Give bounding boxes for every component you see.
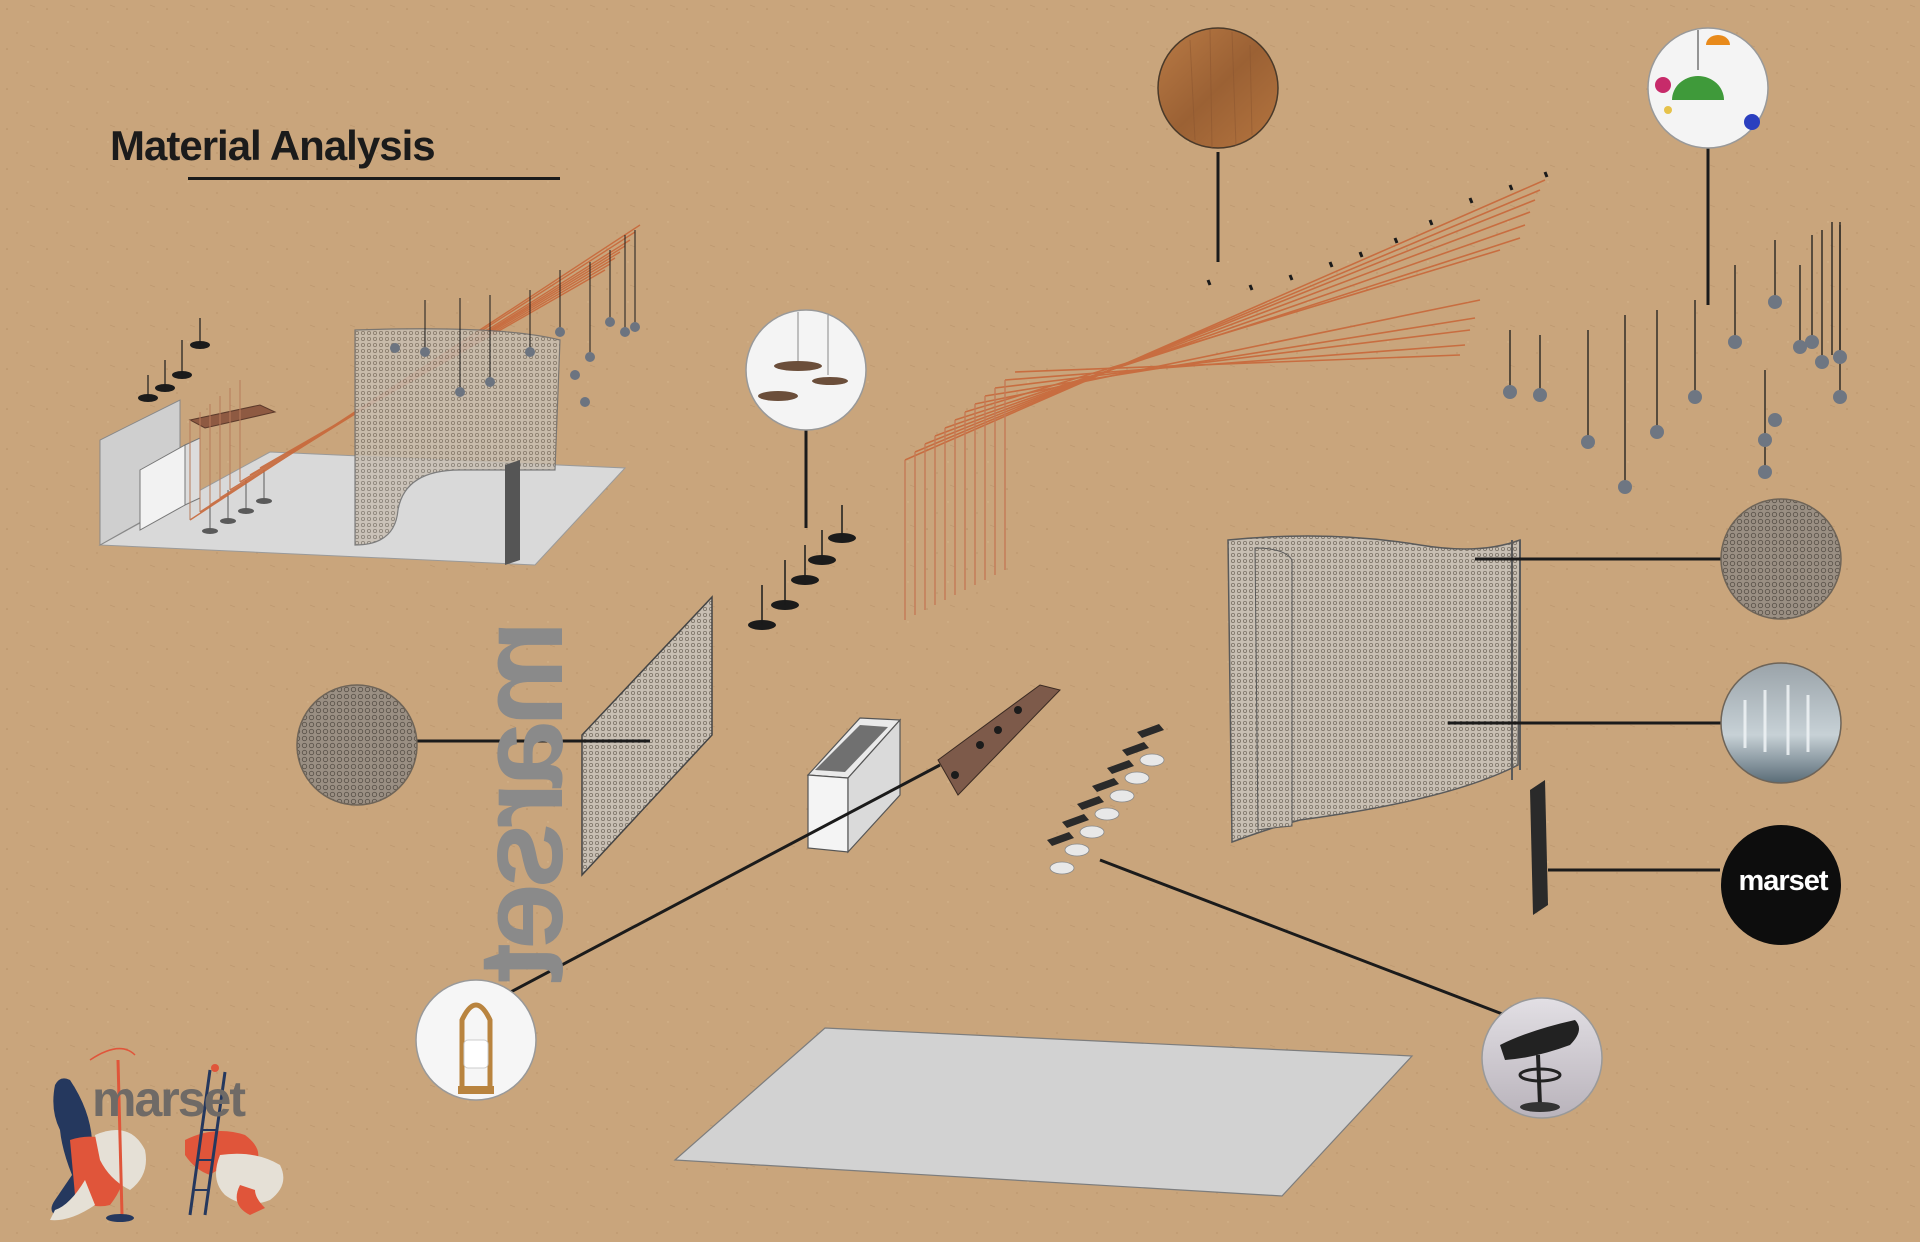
- bar-counter: [806, 684, 1061, 854]
- wood-swatch: [1157, 27, 1279, 262]
- floor-lamps: [748, 505, 856, 630]
- colored-pendants-swatch: [1647, 27, 1769, 305]
- mesh-photo-swatch: [1720, 662, 1842, 784]
- portable-lamp-swatch: [415, 979, 537, 1101]
- page-title: Material Analysis: [110, 122, 436, 169]
- bar-stools: [1047, 724, 1165, 875]
- mesh-sign-panel: [581, 595, 713, 877]
- pendant-lamps-swatch: [745, 309, 867, 431]
- metal-mesh-swatch-right: [1720, 498, 1842, 620]
- booth-overview: [98, 224, 641, 566]
- callout-bar-stool: [1099, 858, 1506, 1017]
- pendant-cluster: [1509, 222, 1841, 485]
- floor-plate: [673, 1027, 1414, 1197]
- badge-text: marset: [1738, 865, 1828, 897]
- mirrored-sign-text: marset: [454, 620, 588, 978]
- title-underline: [188, 177, 560, 180]
- hanging-rope-installation: [904, 171, 1549, 620]
- curved-mesh-wall: [1227, 535, 1521, 844]
- logo-text: marset: [92, 1071, 246, 1127]
- callout-portable-lamp: [504, 763, 941, 997]
- metal-mesh-swatch-left: [296, 684, 418, 806]
- pendant-shades: [1503, 295, 1847, 494]
- marset-badge: [1721, 825, 1841, 945]
- standing-sign: [1530, 780, 1548, 915]
- bar-stool-swatch: [1481, 997, 1603, 1119]
- logo-illustration: [50, 1047, 284, 1222]
